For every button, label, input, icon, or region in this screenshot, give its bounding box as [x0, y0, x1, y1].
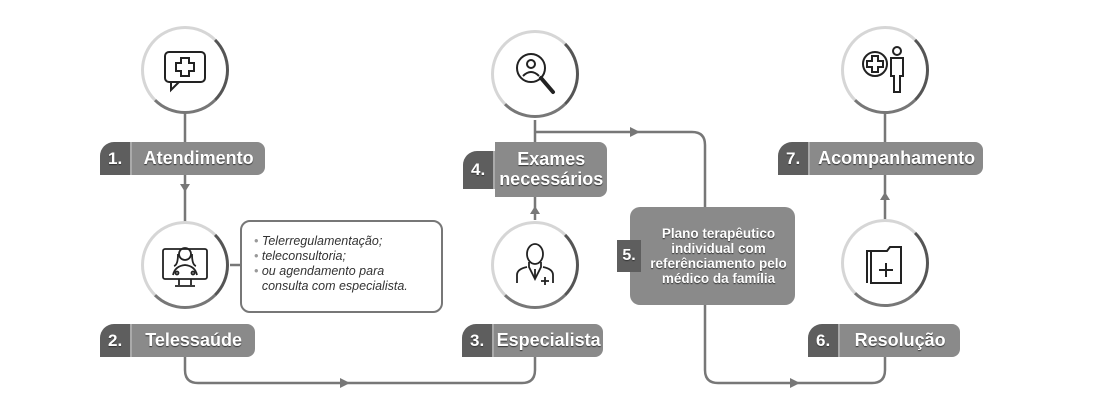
step-title: Telessaúde [132, 324, 255, 357]
connector-2-3 [183, 355, 537, 385]
step-title: Atendimento [132, 142, 265, 175]
telessaude-callout: • Telerregulamentação; • teleconsultoria… [240, 220, 443, 313]
doctor-on-monitor-icon [162, 247, 208, 287]
step-4-circle [491, 30, 579, 118]
step-title: Exames necessários [495, 142, 608, 197]
step-2-label: 2. Telessaúde [100, 324, 255, 357]
step-3-circle [491, 221, 579, 309]
step-3-label: 3. Especialista [462, 324, 603, 357]
step-6-circle [841, 219, 929, 307]
step-number: 2. [100, 324, 133, 357]
search-person-icon [516, 53, 555, 94]
arrow-right [790, 378, 800, 388]
chat-medical-cross-icon [164, 51, 206, 93]
callout-item: • Telerregulamentação; [254, 234, 383, 248]
step-1-label: 1. Atendimento [100, 142, 265, 175]
medical-folder-icon [866, 246, 902, 284]
step-7-circle [841, 26, 929, 114]
step-5-number: 5. [617, 240, 641, 272]
step-6-label: 6. Resolução [808, 324, 960, 357]
step-1-circle [141, 26, 229, 114]
step-5-box: Plano terapêutico individual com referên… [630, 207, 795, 305]
step-title: Plano terapêutico individual com referên… [650, 226, 787, 286]
step-number: 4. [463, 150, 496, 189]
step-number: 3. [462, 324, 495, 357]
specialist-doctor-icon [516, 243, 554, 285]
step-title: Resolução [840, 324, 960, 357]
step-7-label: 7. Acompanhamento [778, 142, 983, 175]
arrow-right [340, 378, 350, 388]
step-number: 1. [100, 142, 133, 175]
step-title: Acompanhamento [810, 142, 983, 175]
callout-item: • ou agendamento para consulta com espec… [254, 264, 408, 293]
step-2-circle [141, 221, 229, 309]
step-4-label: 4. Exames necessários [463, 142, 608, 197]
step-title: Especialista [494, 324, 603, 357]
arrow-down [180, 184, 190, 192]
arrow-right [630, 127, 640, 137]
arrow-up [880, 192, 890, 200]
step-number: 6. [808, 324, 841, 357]
connector-4-5 [535, 130, 707, 207]
arrow-up [530, 206, 540, 214]
step-number: 7. [778, 142, 811, 175]
medical-person-icon [862, 46, 904, 93]
callout-item: • teleconsultoria; [254, 249, 346, 263]
